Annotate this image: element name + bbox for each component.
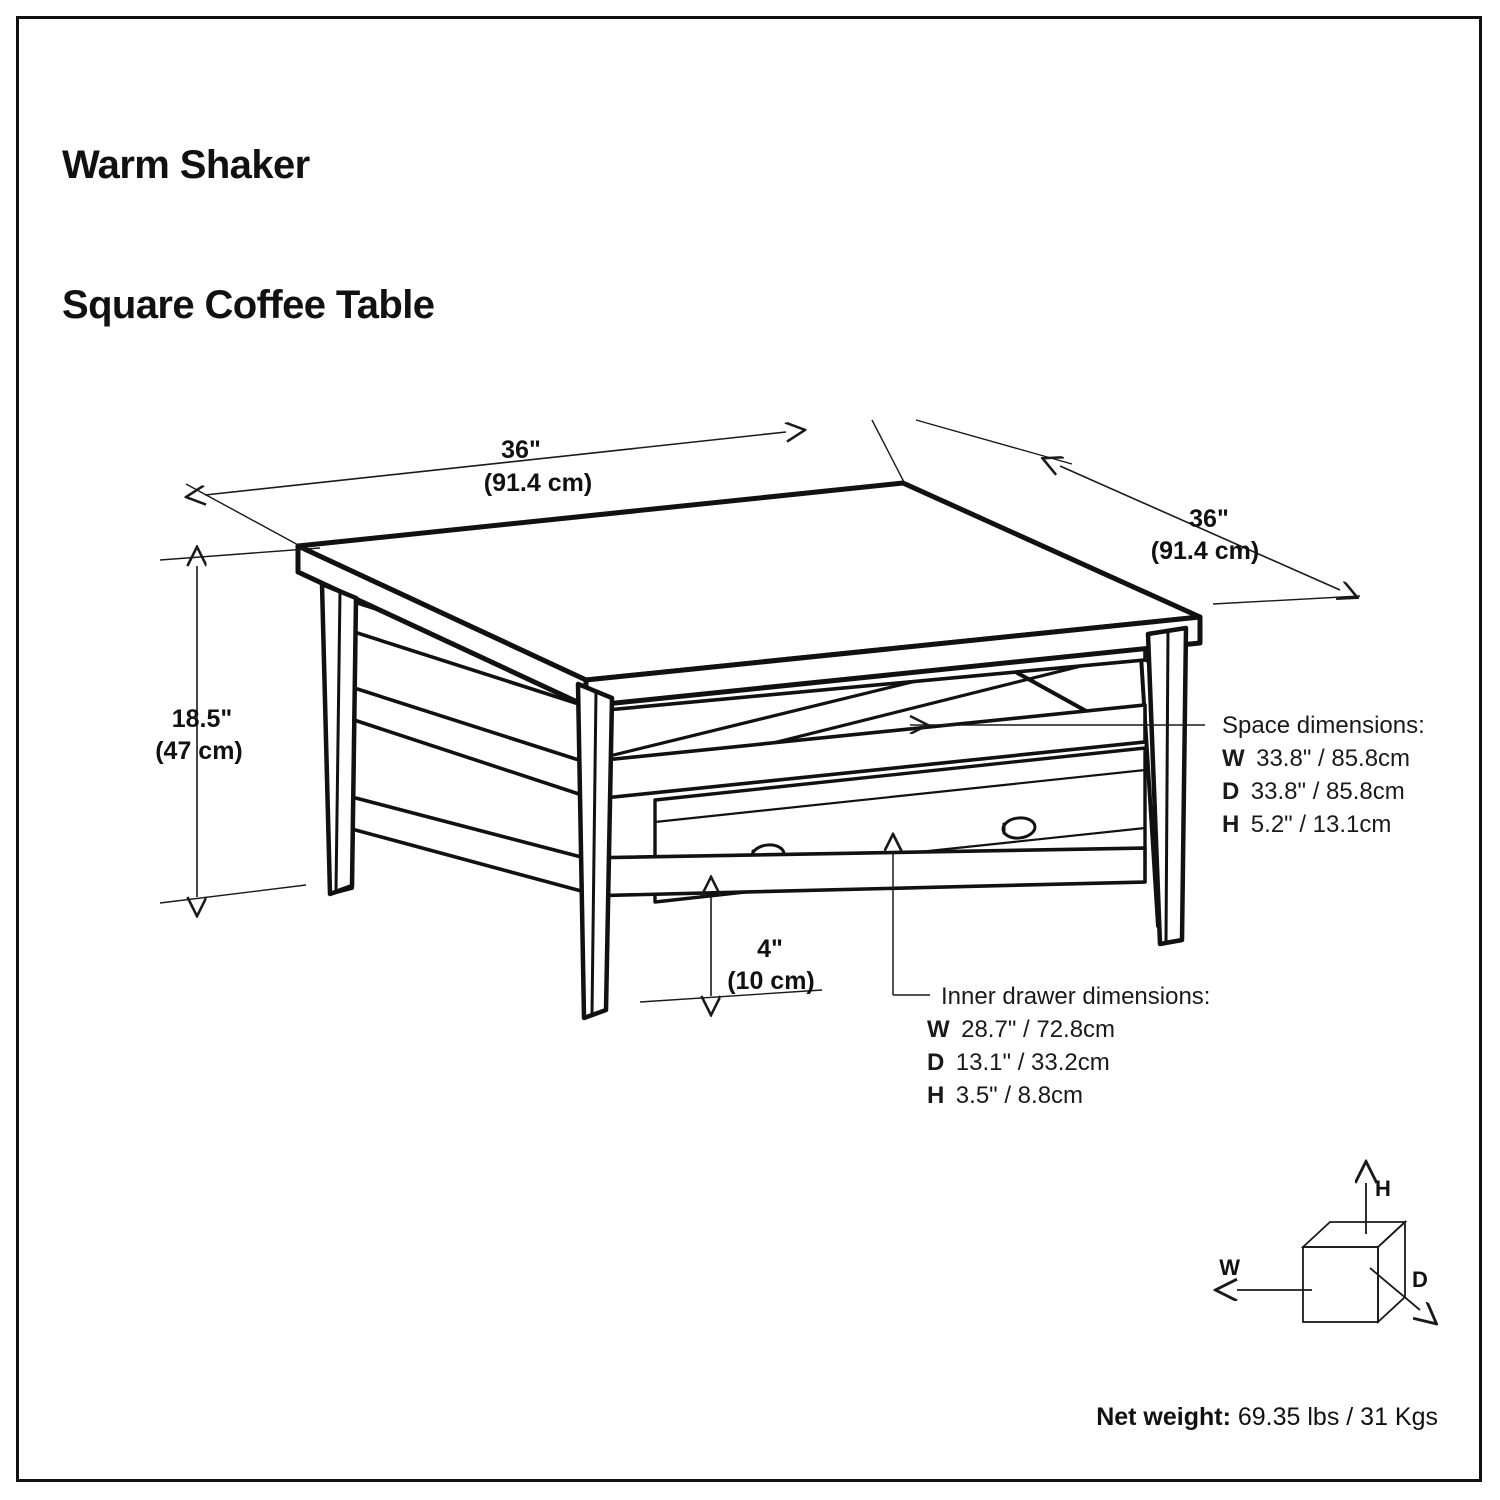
width-ext-right — [871, 419, 906, 485]
dimension-clearance — [639, 896, 823, 1003]
drawer-callout-leader — [893, 852, 930, 996]
drawer-row-1-key: D — [927, 1049, 944, 1076]
width-label-inch: 36" — [501, 436, 541, 464]
drawer-callout-row-0: W 28.7" / 72.8cm — [927, 1016, 1115, 1043]
clearance-label-inch: 4" — [757, 935, 783, 963]
leg-front-center — [575, 681, 615, 1021]
clearance-ext-bottom — [639, 989, 823, 1003]
drawer-row-0-value: 28.7" / 72.8cm — [961, 1016, 1115, 1043]
space-row-0-value: 33.8" / 85.8cm — [1256, 745, 1410, 772]
axis-legend — [1237, 1183, 1420, 1322]
space-callout-heading: Space dimensions: — [1222, 712, 1425, 739]
drawer-row-0-key: W — [927, 1016, 950, 1043]
drawer-dimensions-callout: Inner drawer dimensions: W 28.7" / 72.8c… — [927, 983, 1210, 1109]
legend-depth-label: D — [1412, 1267, 1428, 1292]
legend-cube-top — [1300, 1221, 1408, 1248]
dimension-depth — [915, 419, 1361, 605]
table-top — [295, 480, 1203, 709]
drawer-callout-heading: Inner drawer dimensions: — [941, 983, 1210, 1010]
space-row-2-value: 5.2" / 13.1cm — [1251, 811, 1392, 838]
drawer-row-2-value: 3.5" / 8.8cm — [956, 1082, 1083, 1109]
depth-label-inch: 36" — [1189, 505, 1229, 533]
stretcher-front-lower — [583, 846, 1147, 898]
drawer-row-2-key: H — [927, 1082, 944, 1109]
width-label-metric: (91.4 cm) — [484, 469, 592, 497]
title-line-1: Warm Shaker — [62, 142, 310, 187]
height-ext-bottom — [159, 884, 307, 904]
space-callout-row-0: W 33.8" / 85.8cm — [1222, 745, 1410, 772]
legend-height-label: H — [1375, 1176, 1391, 1201]
table-illustration — [295, 480, 1203, 1021]
legend-cube-right — [1377, 1219, 1406, 1325]
leg-front-left — [319, 581, 359, 897]
dimension-height — [159, 548, 321, 904]
space-row-1-key: D — [1222, 778, 1239, 805]
net-weight-label: Net weight: — [1096, 1403, 1231, 1431]
net-weight: Net weight: 69.35 lbs / 31 Kgs — [1096, 1403, 1438, 1432]
drawer-row-1-value: 13.1" / 33.2cm — [956, 1049, 1110, 1076]
title-line-2: Square Coffee Table — [62, 282, 435, 327]
legend-cube-front — [1302, 1246, 1379, 1323]
dimension-width — [185, 419, 906, 547]
space-row-0-key: W — [1222, 745, 1245, 772]
space-row-2-key: H — [1222, 811, 1239, 838]
height-label-inch: 18.5" — [172, 705, 233, 733]
height-label-metric: (47 cm) — [155, 737, 243, 765]
drawer-callout-row-2: H 3.5" / 8.8cm — [927, 1082, 1083, 1109]
clearance-label-metric: (10 cm) — [727, 967, 815, 995]
stretcher-left-lower — [346, 794, 587, 894]
shelf-left-rail — [346, 684, 587, 798]
legend-d-axis — [1369, 1267, 1420, 1310]
page-title: Warm Shaker Square Coffee Table — [62, 48, 435, 422]
drawer-knob-right[interactable] — [1001, 816, 1037, 840]
depth-ext-bottom — [1212, 595, 1361, 605]
space-callout-row-2: H 5.2" / 13.1cm — [1222, 811, 1391, 838]
space-row-1-value: 33.8" / 85.8cm — [1251, 778, 1405, 805]
depth-label-metric: (91.4 cm) — [1151, 537, 1259, 565]
net-weight-value: 69.35 lbs / 31 Kgs — [1237, 1403, 1438, 1431]
drawer-callout-row-1: D 13.1" / 33.2cm — [927, 1049, 1110, 1076]
width-ext-left — [185, 483, 301, 547]
space-dimensions-callout: Space dimensions: W 33.8" / 85.8cm D 33.… — [1222, 712, 1425, 838]
leg-front-right — [1145, 625, 1189, 947]
space-callout-row-1: D 33.8" / 85.8cm — [1222, 778, 1405, 805]
depth-dim-line — [1060, 466, 1340, 590]
depth-ext-top — [915, 419, 1073, 465]
legend-width-label: W — [1219, 1255, 1240, 1280]
width-dim-line — [205, 432, 786, 495]
